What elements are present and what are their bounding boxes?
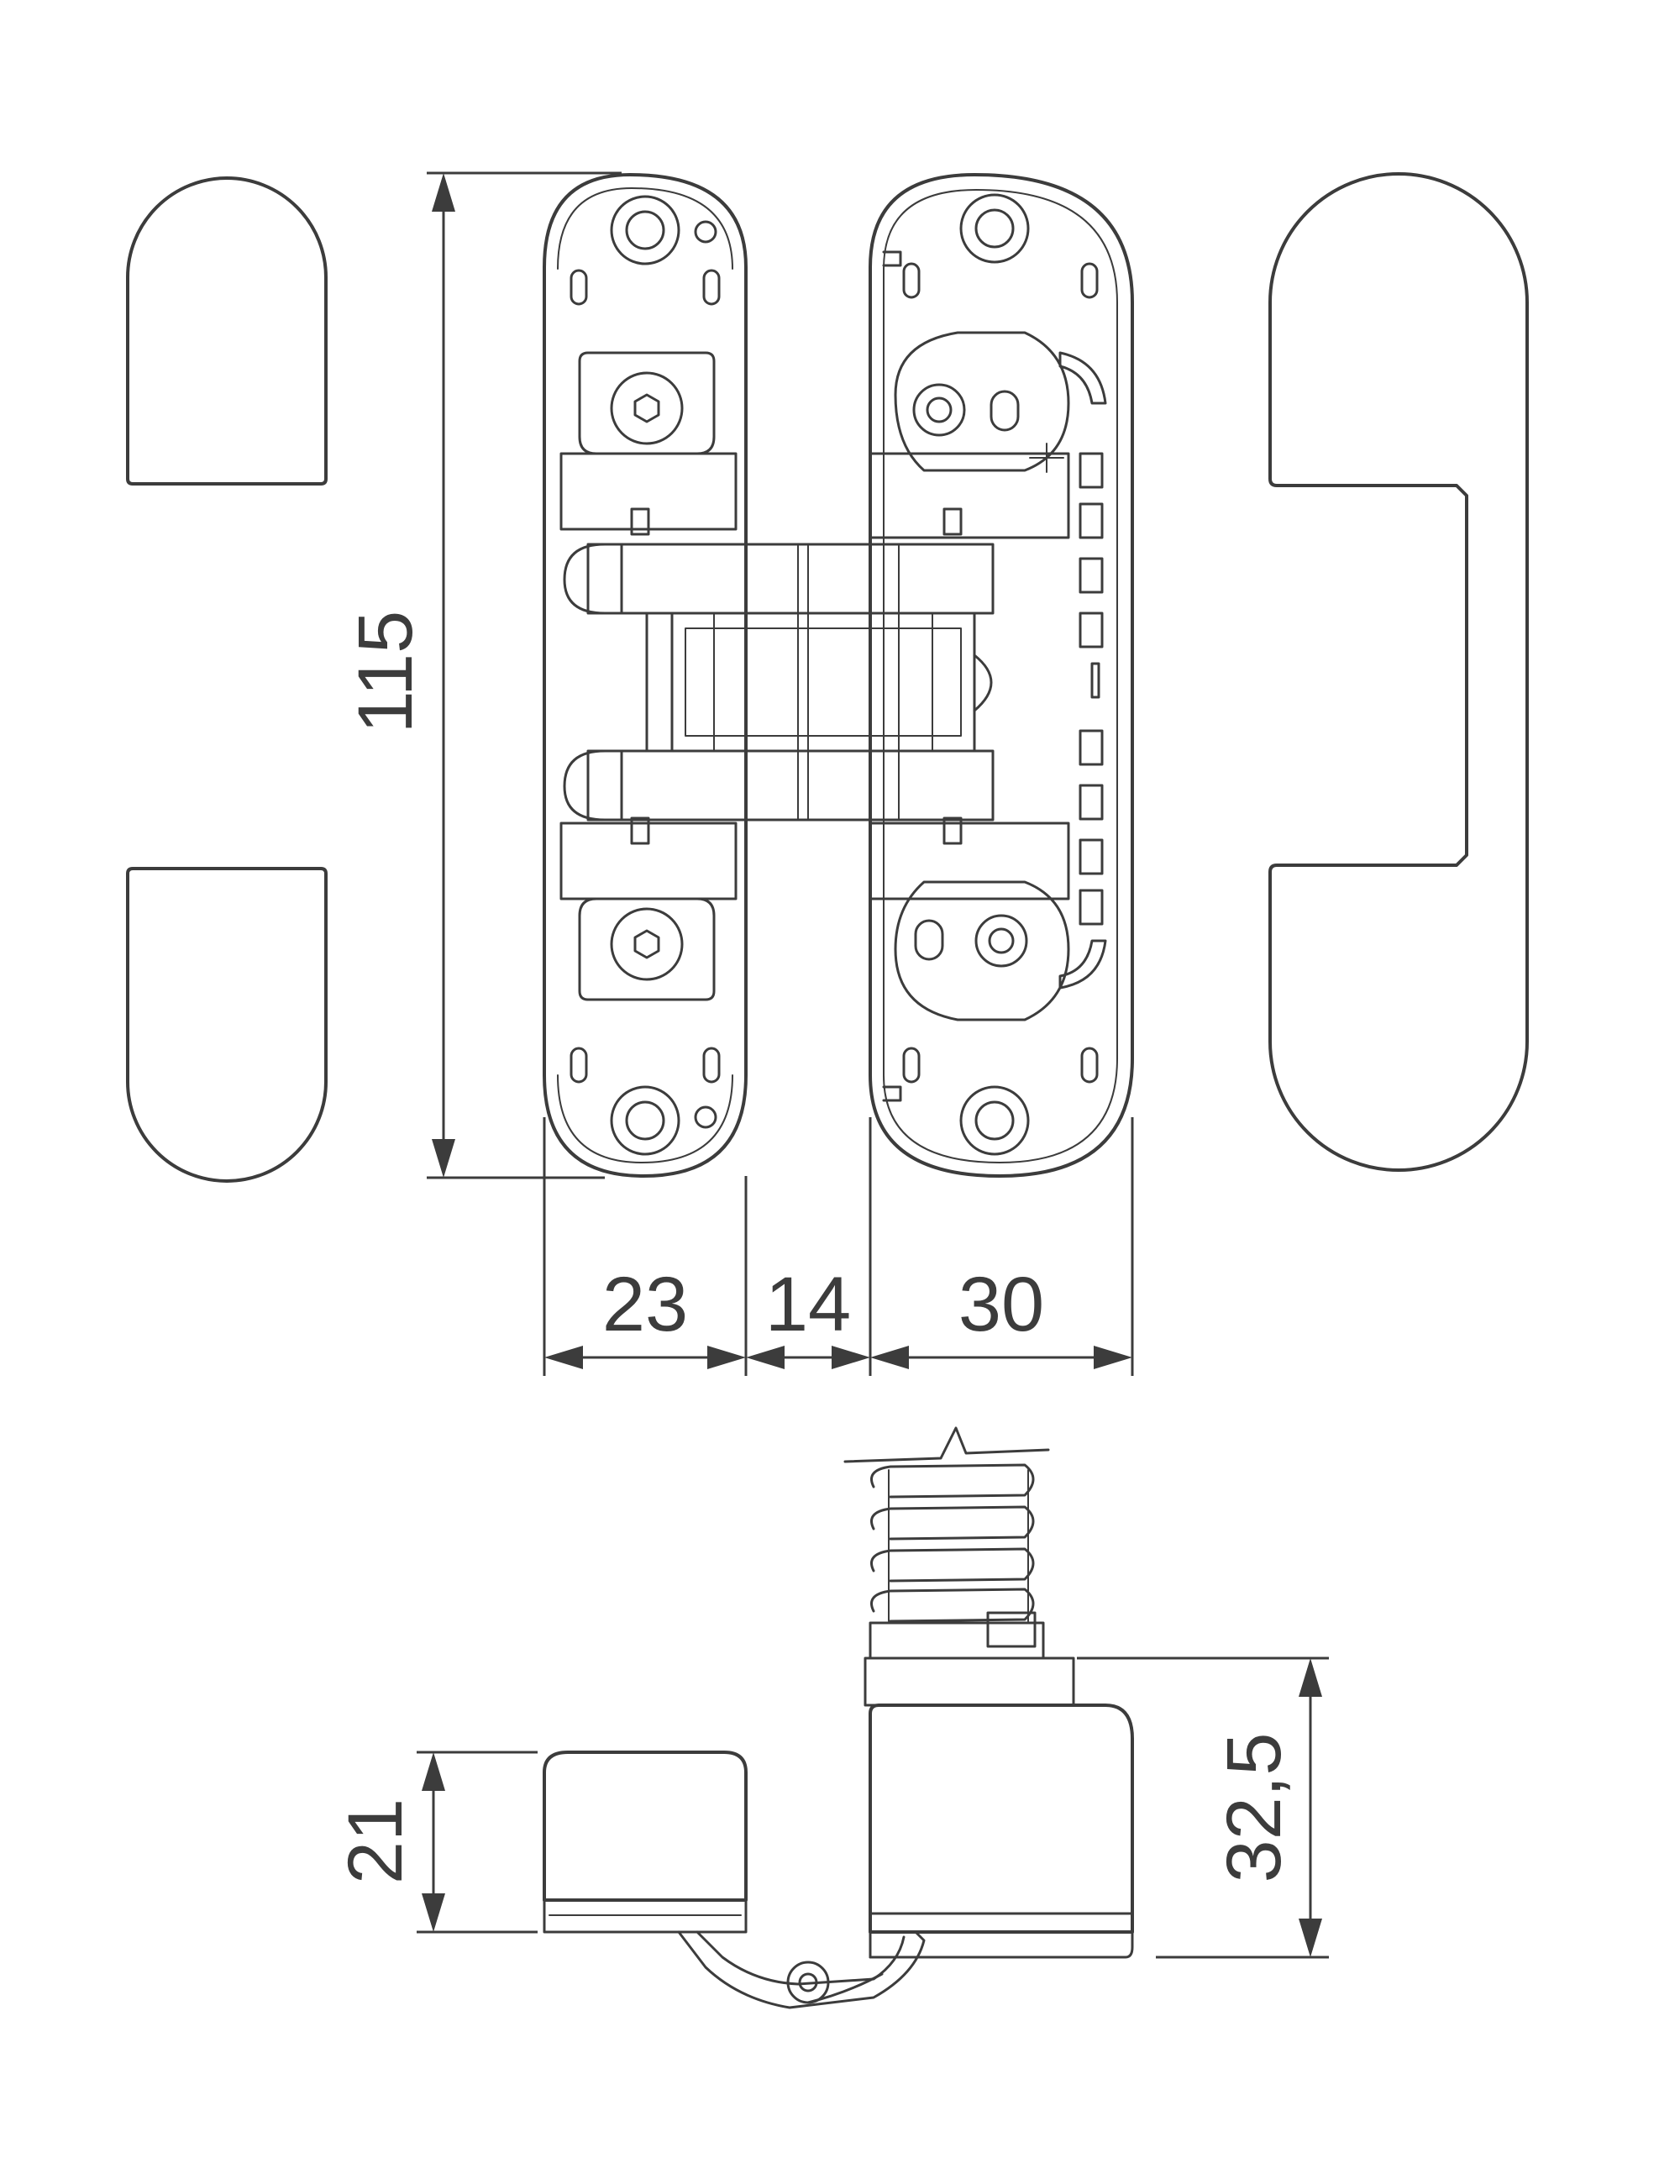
right-hinge-body bbox=[869, 173, 1134, 1178]
left-cover-plate-bottom bbox=[126, 867, 328, 1183]
width-label-30: 30 bbox=[958, 1262, 1044, 1347]
height-label-32-5: 32,5 bbox=[1211, 1732, 1297, 1882]
hinge-arm-assembly bbox=[563, 452, 1070, 900]
left-cover-plate-top bbox=[126, 176, 328, 486]
height-label-21: 21 bbox=[333, 1798, 418, 1884]
dimension-widths: 23 14 30 bbox=[543, 1117, 1134, 1376]
dimension-115: 115 bbox=[343, 171, 622, 1179]
width-label-23: 23 bbox=[602, 1262, 688, 1347]
dimension-32-5: 32,5 bbox=[1077, 1656, 1329, 1959]
spring bbox=[843, 1426, 1050, 1623]
hinge-top-view bbox=[543, 173, 1134, 1178]
height-label-115: 115 bbox=[343, 611, 428, 734]
dimension-21: 21 bbox=[333, 1751, 538, 1934]
right-cover-plate bbox=[1268, 172, 1529, 1172]
left-hinge-body bbox=[543, 173, 748, 1178]
width-label-14: 14 bbox=[765, 1262, 851, 1347]
hinge-side-view bbox=[543, 1426, 1134, 2009]
